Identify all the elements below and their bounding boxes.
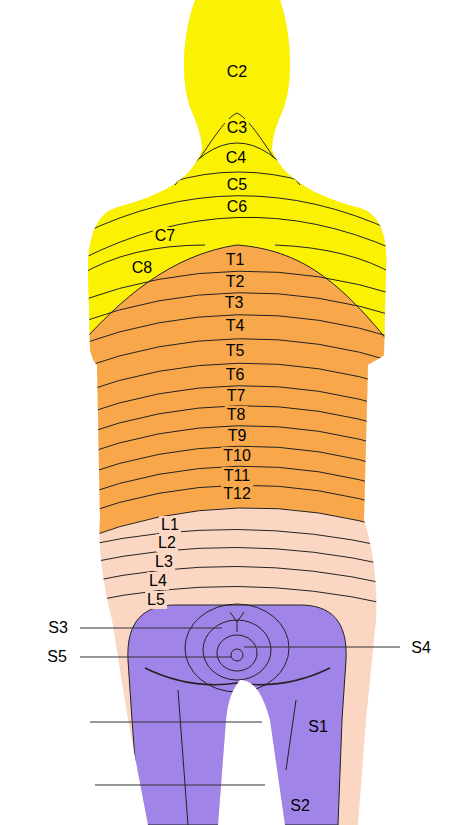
sacral-ring bbox=[185, 604, 289, 692]
dermatome-label: C4 bbox=[224, 149, 248, 167]
leader-line bbox=[80, 657, 231, 658]
dermatome-label: L5 bbox=[145, 591, 167, 609]
sacral-lines bbox=[145, 604, 330, 825]
dermatome-label: T2 bbox=[224, 273, 247, 291]
dermatome-label: T1 bbox=[224, 251, 247, 269]
leader-line bbox=[244, 647, 400, 648]
boundary-line bbox=[85, 566, 390, 584]
leg-boundary bbox=[178, 690, 188, 825]
dermatome-label: C6 bbox=[225, 198, 249, 216]
cervical-region bbox=[0, 0, 454, 350]
coccyx-mark bbox=[230, 612, 244, 632]
thoracic-region bbox=[80, 245, 400, 540]
dermatome-label: T6 bbox=[224, 366, 247, 384]
dermatome-label: T7 bbox=[225, 387, 248, 405]
leg-boundary bbox=[286, 700, 296, 770]
gluteal-fold bbox=[145, 668, 330, 685]
sacral-region bbox=[128, 605, 346, 825]
boundary-line bbox=[80, 245, 395, 350]
boundary-line bbox=[85, 529, 390, 547]
dermatome-label: C8 bbox=[130, 259, 154, 277]
leader-line bbox=[95, 785, 265, 786]
dermatome-label: S4 bbox=[409, 639, 433, 657]
dermatome-label: T4 bbox=[224, 317, 247, 335]
dermatome-label: T11 bbox=[222, 467, 252, 485]
boundary-line bbox=[85, 547, 390, 565]
dermatome-label: S3 bbox=[46, 619, 70, 637]
boundary-line bbox=[275, 245, 395, 275]
dermatome-label: L1 bbox=[159, 516, 181, 534]
dermatome-label: S1 bbox=[306, 718, 330, 736]
dermatome-label: T9 bbox=[226, 427, 249, 445]
dermatome-label: T10 bbox=[221, 447, 253, 465]
boundary-line bbox=[85, 586, 390, 604]
dermatome-label: T8 bbox=[225, 406, 248, 424]
dermatome-label: C2 bbox=[225, 63, 249, 81]
boundary-line bbox=[80, 196, 395, 235]
leader-lines bbox=[80, 628, 400, 785]
boundary-line bbox=[80, 485, 400, 515]
dermatome-label: C5 bbox=[225, 176, 249, 194]
leader-line bbox=[80, 628, 222, 629]
boundary-line bbox=[80, 508, 400, 540]
boundary-line bbox=[80, 339, 400, 369]
dermatome-label: L2 bbox=[156, 534, 178, 552]
anal-ring bbox=[231, 649, 243, 661]
dermatome-label: L3 bbox=[153, 553, 175, 571]
dermatome-label: C7 bbox=[153, 227, 177, 245]
dermatome-label: T5 bbox=[224, 342, 247, 360]
dermatome-label: C3 bbox=[225, 119, 249, 137]
dermatome-boundaries bbox=[80, 113, 400, 605]
leader-line bbox=[90, 722, 262, 723]
dermatome-label: T12 bbox=[221, 485, 253, 503]
dermatome-label: L4 bbox=[147, 572, 169, 590]
boundary-line bbox=[100, 172, 380, 215]
boundary-line bbox=[80, 315, 400, 345]
dermatome-label: T3 bbox=[223, 294, 246, 312]
sacral-ring bbox=[217, 635, 257, 671]
dermatome-label: S5 bbox=[45, 648, 69, 666]
dermatome-label: S2 bbox=[288, 797, 312, 815]
